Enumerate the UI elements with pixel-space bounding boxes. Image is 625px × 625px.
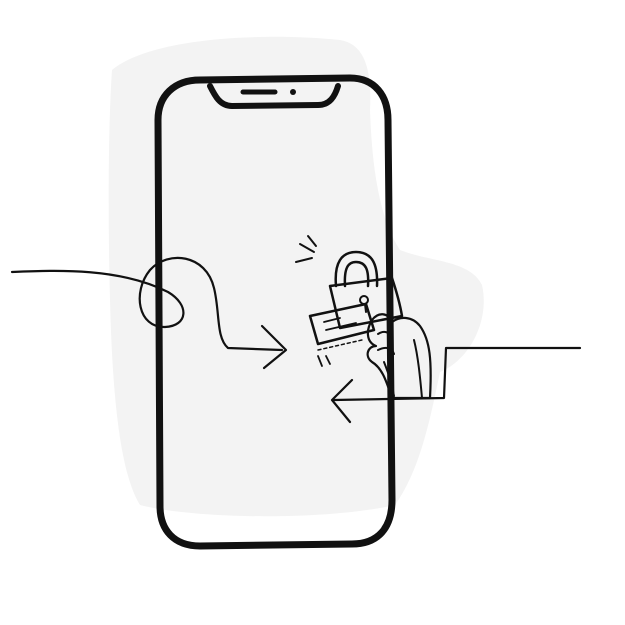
- camera-dot: [290, 89, 296, 95]
- arrow-left-icon: [330, 346, 582, 424]
- sparkle-marks: [295, 235, 317, 263]
- credit-card-icon: [308, 302, 376, 367]
- arrow-right-icon: [10, 256, 288, 370]
- phone-frame: [154, 74, 396, 550]
- hand-icon: [366, 313, 432, 400]
- background-blob: [108, 36, 484, 517]
- padlock-icon: [328, 250, 404, 330]
